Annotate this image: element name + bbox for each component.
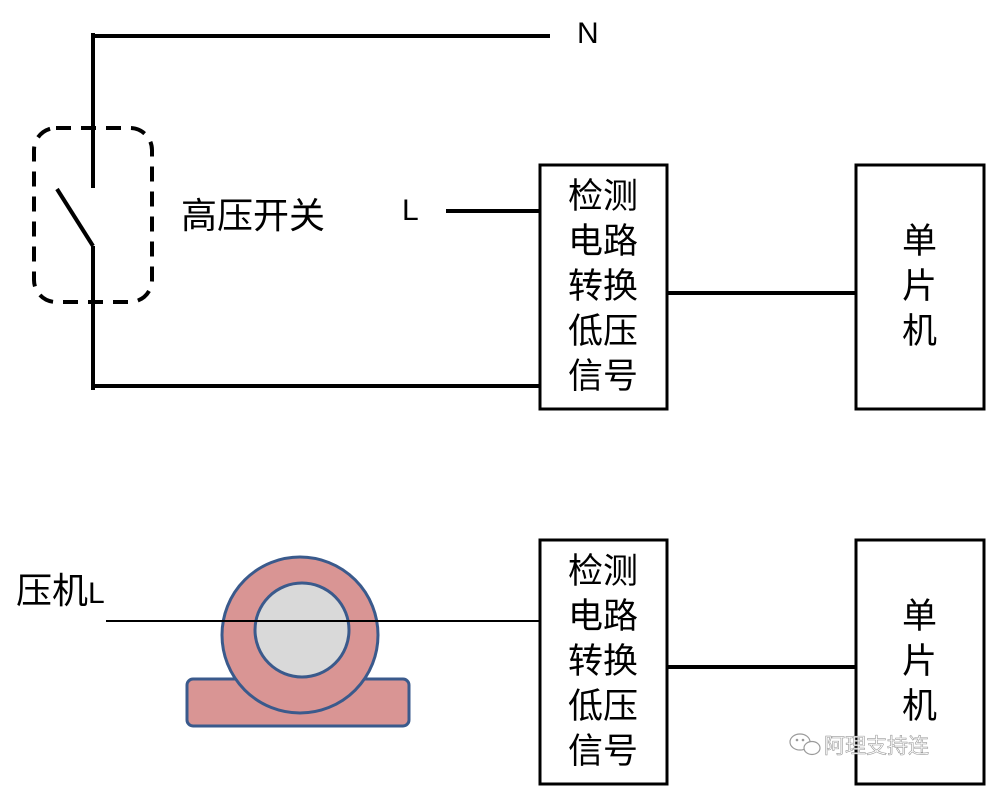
mcu-box-line: 单 <box>902 597 937 637</box>
detect-box-line: 电路 <box>568 597 638 637</box>
detect-box-line: 检测 <box>568 552 638 592</box>
detect-box-line: 转换 <box>568 642 638 682</box>
watermark-text: 阿理支持连 <box>824 734 929 758</box>
detect-box-line: 信号 <box>568 357 638 397</box>
current-transformer-ring <box>185 555 411 728</box>
top-circuit: N 高压开关 L 检测 电路 转换 低压 信号 单 片 机 <box>32 17 986 411</box>
detect-box-line: 检测 <box>568 177 638 217</box>
switch-blade <box>55 187 95 248</box>
neutral-label: N <box>577 17 599 50</box>
compressor-label: 压机 <box>16 571 88 612</box>
wechat-icon <box>789 733 821 756</box>
mcu-box-line: 片 <box>902 267 937 307</box>
bottom-circuit: 压机 L 检测 电路 转换 低压 信号 单 片 机 <box>16 538 986 786</box>
detect-box-line: 低压 <box>568 312 638 352</box>
mcu-box-line: 片 <box>902 642 937 682</box>
watermark: 阿理支持连 <box>789 733 929 758</box>
detect-box <box>538 163 669 411</box>
compressor-live-label: L <box>88 577 105 610</box>
mcu-box <box>854 538 986 786</box>
detect-box <box>538 538 669 786</box>
live-label: L <box>402 194 419 227</box>
mcu-box <box>854 163 986 411</box>
switch-label: 高压开关 <box>181 196 325 237</box>
detect-box-line: 低压 <box>568 687 638 727</box>
mcu-box-line: 单 <box>902 222 937 262</box>
mcu-box-line: 机 <box>902 687 937 727</box>
transformer-core <box>253 581 351 679</box>
detect-box-line: 电路 <box>568 222 638 262</box>
mcu-box-line: 机 <box>902 312 937 352</box>
detect-box-line: 转换 <box>568 267 638 307</box>
detect-box-line: 信号 <box>568 732 638 772</box>
